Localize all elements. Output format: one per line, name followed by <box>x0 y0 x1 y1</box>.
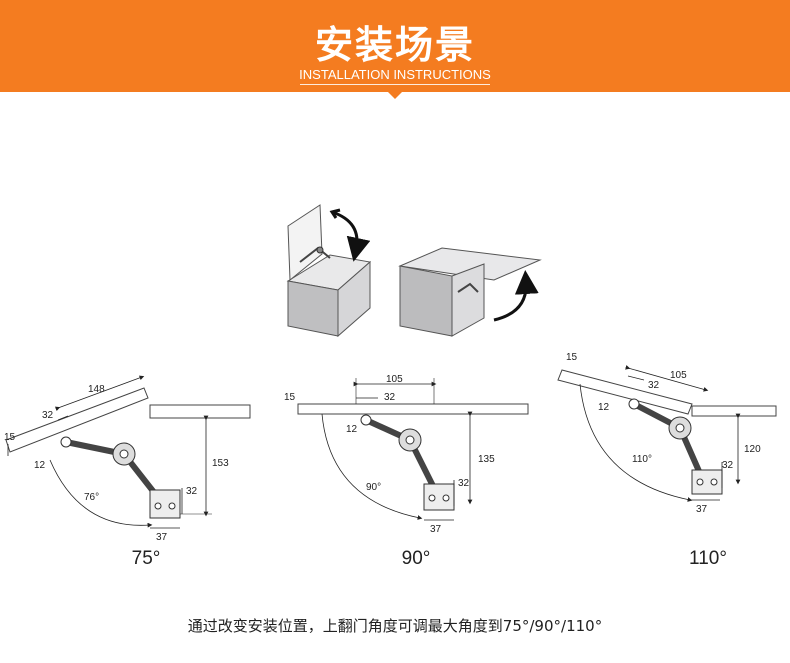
dim-angle-90: 90° <box>366 482 381 493</box>
dim-32-base: 32 <box>458 478 470 489</box>
dim-angle-110: 110° <box>632 454 652 465</box>
section-subtitle: INSTALLATION INSTRUCTIONS <box>299 67 491 82</box>
diagram-90: 105 32 15 12 90° 135 32 37 <box>284 374 529 535</box>
header-banner <box>0 0 790 92</box>
dim-105: 105 <box>670 370 687 381</box>
dim-32-base: 32 <box>186 486 198 497</box>
dim-153: 153 <box>212 458 229 469</box>
title-underline <box>300 84 490 85</box>
dim-32-top: 32 <box>384 392 396 403</box>
dim-12: 12 <box>34 460 46 471</box>
dim-37: 37 <box>430 524 442 535</box>
angle-label-110: 110° <box>689 548 727 569</box>
diagram-110: 15 32 105 12 110° 120 32 37 <box>557 352 777 515</box>
diagram-75: 148 32 15 12 76° 153 32 37 <box>4 375 251 543</box>
section-title: 安装场景 <box>314 23 475 67</box>
dim-148: 148 <box>88 384 105 395</box>
dim-135: 135 <box>478 454 495 465</box>
dim-32-base: 32 <box>722 460 734 471</box>
angle-label-90: 90° <box>401 548 431 569</box>
cabinet-closed-illustration <box>398 247 542 337</box>
dim-12: 12 <box>598 402 610 413</box>
dim-15: 15 <box>4 432 16 443</box>
dim-120: 120 <box>744 444 761 455</box>
angle-label-75: 75° <box>131 548 161 569</box>
dim-37: 37 <box>156 532 168 543</box>
caption-text: 通过改变安装位置，上翻门角度可调最大角度到75°/90°/110° <box>187 617 603 635</box>
dim-15: 15 <box>566 352 578 363</box>
dim-32-top: 32 <box>648 380 660 391</box>
dim-angle-76: 76° <box>84 492 99 503</box>
dim-105: 105 <box>386 374 403 385</box>
dim-32-top: 32 <box>42 410 54 421</box>
dim-12: 12 <box>346 424 358 435</box>
banner-notch <box>387 91 403 99</box>
cabinet-open-illustration <box>286 204 372 338</box>
dim-37: 37 <box>696 504 708 515</box>
dim-15: 15 <box>284 392 296 403</box>
